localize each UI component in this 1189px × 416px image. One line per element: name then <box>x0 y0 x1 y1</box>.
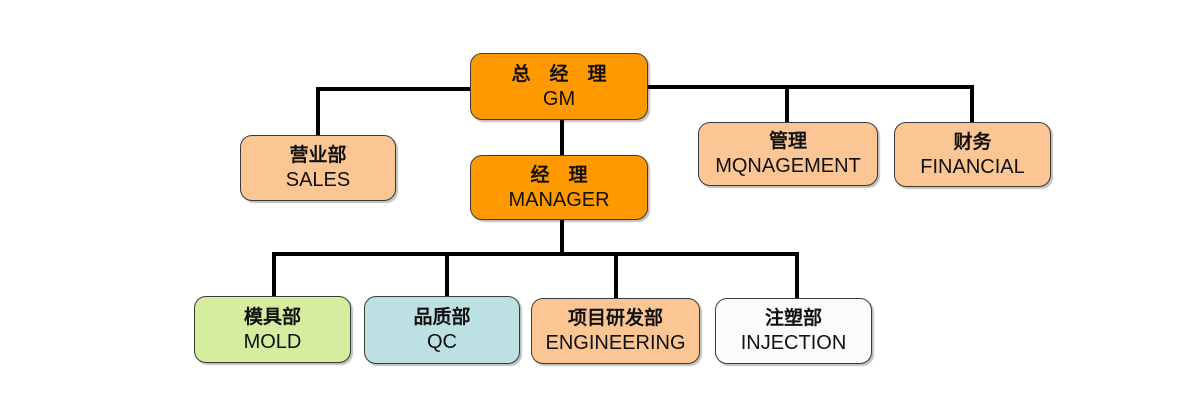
node-sales: 营业部 SALES <box>240 135 396 201</box>
node-engineering-zh: 项目研发部 <box>567 307 663 329</box>
node-mold-zh: 模具部 <box>243 305 301 328</box>
node-sales-en: SALES <box>285 169 351 191</box>
node-management-en: MQNAGEMENT <box>715 155 861 177</box>
node-manager-en: MANAGER <box>508 188 610 211</box>
node-injection-zh: 注塑部 <box>764 307 822 329</box>
node-qc: 品质部 QC <box>364 296 520 364</box>
node-sales-zh: 营业部 <box>289 144 347 166</box>
connector-gm-bar <box>316 85 974 91</box>
node-mold-en: MOLD <box>243 330 302 353</box>
node-financial-zh: 财务 <box>953 130 992 153</box>
node-manager-zh: 经 理 <box>530 163 588 186</box>
node-gm-zh: 总 经 理 <box>511 62 607 85</box>
node-gm: 总 经 理 GM <box>470 53 648 120</box>
node-mold: 模具部 MOLD <box>194 296 351 363</box>
node-engineering: 项目研发部 ENGINEERING <box>531 298 700 364</box>
node-injection: 注塑部 INJECTION <box>715 298 872 364</box>
node-financial: 财务 FINANCIAL <box>894 122 1051 187</box>
node-qc-en: QC <box>427 331 457 353</box>
node-manager: 经 理 MANAGER <box>470 155 648 220</box>
node-qc-zh: 品质部 <box>413 306 471 328</box>
node-gm-en: GM <box>542 87 576 110</box>
node-management-zh: 管理 <box>768 130 807 152</box>
node-financial-en: FINANCIAL <box>920 155 1025 178</box>
node-management: 管理 MQNAGEMENT <box>698 122 878 186</box>
node-injection-en: INJECTION <box>740 332 847 354</box>
node-engineering-en: ENGINEERING <box>545 332 686 354</box>
